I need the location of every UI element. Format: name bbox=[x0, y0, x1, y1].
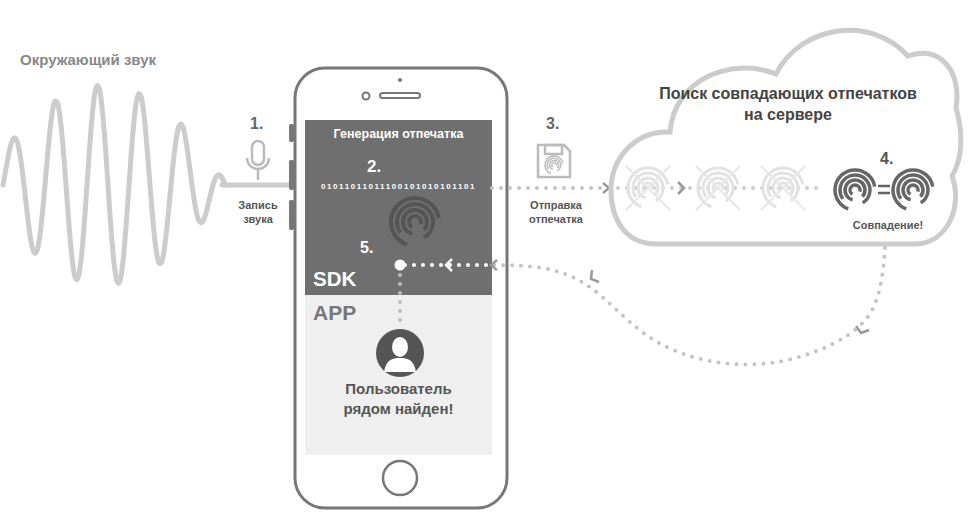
result-text: Пользователь рядом найден! bbox=[323, 379, 474, 418]
fingerprint-icon bbox=[391, 198, 439, 245]
print-ridge bbox=[908, 185, 918, 194]
floppy-icon bbox=[538, 145, 570, 177]
print-ridge bbox=[552, 163, 557, 167]
fingerprint-icon bbox=[545, 156, 563, 173]
chevron bbox=[446, 259, 452, 271]
panel-title: Генерация отпечатка bbox=[305, 126, 492, 142]
print-ridge bbox=[893, 170, 933, 209]
print-ridge bbox=[840, 175, 870, 203]
microphone-icon bbox=[247, 141, 269, 180]
sound-line bbox=[222, 183, 294, 188]
sdk-panel-fill bbox=[305, 120, 492, 295]
title-label: Окружающий звук bbox=[20, 50, 156, 70]
phone-button bbox=[289, 124, 294, 142]
print-ridge bbox=[545, 156, 563, 173]
print-ridge bbox=[898, 175, 928, 203]
cloud-title: Поиск совпадающих отпечатков на сервере bbox=[658, 84, 918, 126]
user-head bbox=[392, 337, 408, 357]
print-ridge bbox=[835, 170, 875, 209]
layer-name: APP bbox=[313, 299, 356, 326]
user-dots bbox=[398, 275, 402, 326]
rejected-print bbox=[696, 166, 740, 210]
callout-number: 1. bbox=[250, 114, 263, 135]
dotted-connector bbox=[492, 186, 608, 190]
mic-holder bbox=[247, 158, 269, 169]
reject-cross bbox=[696, 166, 740, 210]
chevron bbox=[591, 270, 599, 282]
cloud-outline bbox=[608, 8, 968, 248]
print-ridge bbox=[391, 198, 439, 245]
binary-code: 01011011011100101010101101 bbox=[305, 182, 492, 192]
user-icon bbox=[376, 329, 424, 377]
print-ridge bbox=[550, 160, 559, 169]
matched-print bbox=[893, 170, 933, 209]
cloud-shape bbox=[611, 30, 961, 244]
matched-print bbox=[835, 170, 875, 209]
layer-name: SDK bbox=[313, 266, 356, 293]
sdk-panel: Генерация отпечатка 2. 0101101101110010101… bbox=[305, 120, 492, 295]
print-ridge bbox=[403, 210, 427, 234]
reject-cross bbox=[761, 166, 805, 210]
user-circle bbox=[376, 329, 424, 377]
match-text: Совпадение! bbox=[833, 218, 943, 232]
phone-body bbox=[295, 68, 507, 508]
phone-camera bbox=[363, 93, 370, 100]
floppy-body bbox=[538, 145, 570, 177]
sound-wave bbox=[3, 86, 225, 284]
mic-head bbox=[252, 141, 264, 165]
callout-number: 3. bbox=[546, 114, 559, 135]
wave-line bbox=[3, 86, 225, 284]
phone bbox=[289, 68, 507, 508]
rejected-print bbox=[761, 166, 805, 210]
callout-number: 2. bbox=[367, 156, 381, 178]
user-shoulders bbox=[384, 358, 416, 372]
rejected-print bbox=[626, 166, 670, 210]
callout-number: 4. bbox=[880, 149, 893, 170]
callout-number: 5. bbox=[360, 238, 373, 259]
floppy-shutter bbox=[545, 145, 562, 154]
chevron bbox=[856, 326, 869, 333]
dotted-connector bbox=[492, 248, 885, 365]
step-label: Запись звука bbox=[226, 198, 290, 227]
home-button bbox=[383, 461, 417, 495]
reject-cross bbox=[626, 166, 670, 210]
print-ridge bbox=[547, 158, 561, 171]
equals-sign bbox=[878, 186, 890, 193]
server-cloud: Поиск совпадающих отпечатков на сервере 4… bbox=[608, 8, 968, 248]
phone-sensor bbox=[398, 78, 402, 82]
phone-button bbox=[289, 160, 294, 190]
chevron bbox=[678, 182, 684, 194]
phone-button bbox=[289, 200, 294, 230]
phone-speaker bbox=[380, 93, 420, 98]
print-ridge bbox=[845, 180, 865, 200]
step-dot bbox=[395, 260, 406, 271]
print-ridge bbox=[409, 216, 421, 227]
print-ridge bbox=[850, 185, 860, 194]
mic-stem bbox=[257, 169, 260, 180]
step-label: Отправка отпечатка bbox=[514, 198, 598, 227]
app-panel: APP Пользователь рядом найден! bbox=[305, 295, 492, 455]
print-ridge bbox=[903, 180, 923, 200]
print-ridge bbox=[397, 204, 433, 237]
